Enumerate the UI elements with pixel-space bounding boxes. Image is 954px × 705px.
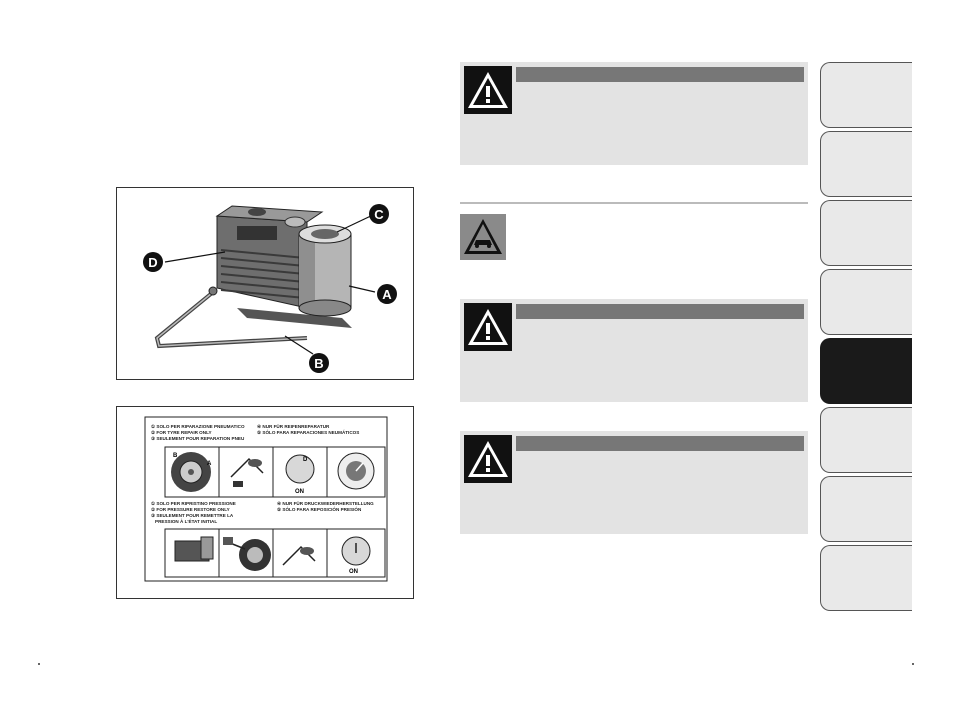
sticker-bottom-left-1: ① SOLO PER RIPRISTINO PRESSIONE	[151, 501, 236, 506]
warning-triangle-icon	[464, 303, 512, 351]
callout-b-label: B	[314, 356, 323, 371]
warning-box-3	[460, 431, 808, 534]
section-divider	[460, 202, 808, 204]
chapter-tab-2[interactable]	[820, 131, 912, 197]
car-warning-icon	[460, 214, 506, 260]
tyre-icon: B A	[171, 452, 212, 492]
compressor-illustration: A B C D	[143, 204, 397, 373]
warning-header-bar	[516, 304, 804, 319]
sticker-bottom-left-2: ② FOR PRESSURE RESTORE ONLY	[151, 507, 230, 512]
tyre-letter-a: A	[207, 461, 212, 467]
sticker-bottom-right-1: ④ NUR FÜR DRUCKWIEDERHERSTELLUNG	[277, 500, 374, 506]
sticker-top-right-1: ④ NUR FÜR REIFENREPARATUR	[257, 423, 330, 429]
callout-d: D	[143, 252, 163, 272]
chapter-tab-8[interactable]	[820, 545, 912, 611]
chapter-tab-5-active[interactable]	[820, 338, 912, 404]
sticker-bottom-left-3: ③ SEULEMENT POUR REMETTRE LA	[151, 513, 234, 518]
sticker-on-label-2: ON	[349, 569, 358, 575]
warning-triangle-icon	[464, 435, 512, 483]
gauge-icon	[337, 452, 375, 490]
sticker-top-left-1: ① SOLO PER RIPARAZIONE PNEUMATICO	[151, 424, 245, 429]
chapter-tab-1[interactable]	[820, 62, 912, 128]
gauge-letter-d: D	[303, 457, 308, 463]
chapter-tab-7[interactable]	[820, 476, 912, 542]
callout-c: C	[369, 204, 389, 224]
compressor-small-icon	[174, 536, 214, 562]
crop-mark	[38, 663, 40, 665]
callout-a: A	[377, 284, 397, 304]
sticker-top-left-2: ② FOR TYRE REPAIR ONLY	[151, 430, 212, 435]
compressor-figure: A B C D	[116, 187, 414, 380]
callout-a-label: A	[382, 287, 392, 302]
callout-c-label: C	[374, 207, 384, 222]
warning-triangle-icon	[464, 66, 512, 114]
sticker-on-label-1: ON	[295, 489, 304, 495]
crop-mark	[912, 663, 914, 665]
sticker-top-left-3: ③ SEULEMENT POUR REPARATION PNEU	[151, 436, 245, 441]
warning-box-1	[460, 62, 808, 165]
chapter-tab-3[interactable]	[820, 200, 912, 266]
chapter-tab-4[interactable]	[820, 269, 912, 335]
tyre-inflate-icon	[223, 537, 271, 571]
callout-b: B	[309, 353, 329, 373]
sticker-figure: ① SOLO PER RIPARAZIONE PNEUMATICO ② FOR …	[116, 406, 414, 599]
tyre-letter-b: B	[173, 453, 178, 459]
sticker-bottom-right-2: ⑤ SÓLO PARA REPOSICIÓN PRESIÓN	[277, 505, 362, 512]
valve-small-icon	[282, 545, 316, 566]
valve-connect-icon	[230, 457, 264, 487]
warning-box-2	[460, 299, 808, 402]
switch-on-icon: D ON	[285, 454, 315, 495]
chapter-tab-6[interactable]	[820, 407, 912, 473]
sticker-illustration: ① SOLO PER RIPARAZIONE PNEUMATICO ② FOR …	[144, 416, 388, 582]
warning-header-bar	[516, 67, 804, 82]
switch-on-icon-2: ON	[341, 536, 371, 575]
callout-d-label: D	[148, 255, 157, 270]
sticker-bottom-left-4: PRESSION À L'ÉTAT INITIAL	[155, 517, 217, 524]
warning-header-bar	[516, 436, 804, 451]
sticker-top-right-2: ⑤ SÓLO PARA REPARACIONES NEUMÁTICOS	[257, 428, 359, 435]
